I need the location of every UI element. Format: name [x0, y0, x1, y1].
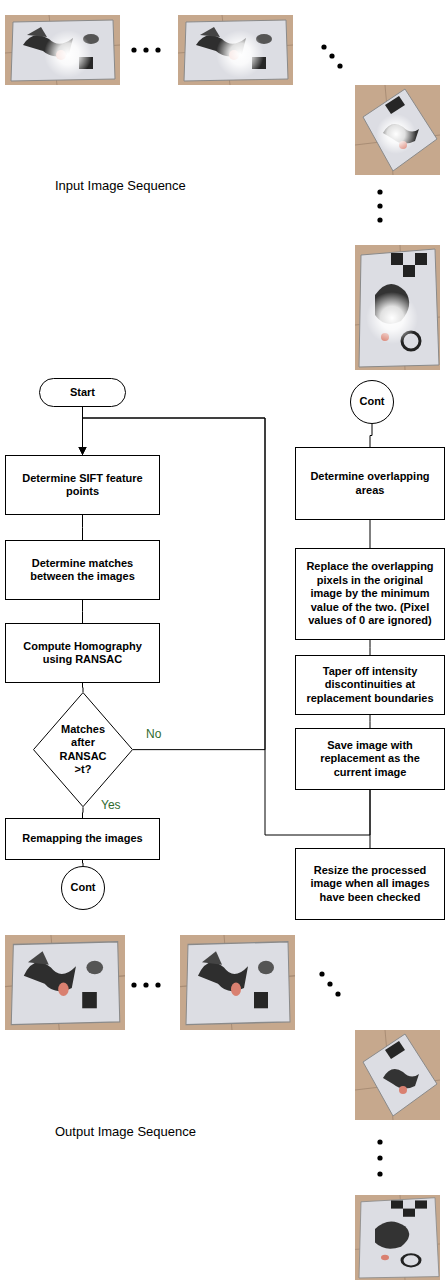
branch-label: Yes: [100, 798, 122, 812]
flow-connector: [82, 600, 83, 623]
ellipsis-dot: [377, 1155, 382, 1160]
text-wrap: Remapping the images: [6, 819, 159, 859]
process-box: Determine overlapping areas: [295, 447, 445, 520]
connector-circle: Cont: [61, 866, 105, 910]
sequence-caption: Input Image Sequence: [55, 178, 186, 193]
box-label: Cont: [70, 881, 95, 894]
text-wrap: Save image with replacement as the curre…: [296, 729, 444, 789]
text-wrap: Taper off intensity discontinuities at r…: [296, 656, 444, 714]
process-box: Remapping the images: [5, 818, 160, 860]
box-label: Cont: [359, 395, 384, 408]
output-photo: [180, 935, 295, 1030]
process-box: Save image with replacement as the curre…: [295, 728, 445, 790]
ellipsis-dot: [143, 47, 148, 52]
box-label: Save image with replacement as the curre…: [302, 739, 438, 779]
text-wrap: Cont: [62, 867, 104, 909]
box-label: Determine SIFT feature points: [12, 472, 153, 499]
flow-connector: [370, 520, 371, 548]
ellipsis-dot: [327, 981, 332, 986]
process-box: Determine matches between the images: [5, 540, 160, 600]
input-photo: [178, 15, 293, 85]
glare: [376, 114, 416, 154]
box-label: Matches after RANSAC >t?: [55, 723, 111, 777]
output-photo: [355, 1030, 440, 1120]
text-wrap: Replace the overlapping pixels in the or…: [296, 549, 444, 639]
flow-connector: [370, 715, 371, 728]
text-wrap: Determine SIFT feature points: [6, 456, 159, 514]
process-box: Resize the processed image when all imag…: [295, 848, 445, 920]
box-label: Determine overlapping areas: [302, 470, 438, 497]
ellipsis-dot: [131, 47, 136, 52]
sequence-caption: Output Image Sequence: [55, 1124, 196, 1139]
decision-diamond: Matches after RANSAC >t?: [33, 692, 133, 807]
input-photo: [355, 245, 440, 370]
text-wrap: Determine matches between the images: [6, 541, 159, 599]
ellipsis-dot: [329, 53, 334, 58]
ellipsis-dot: [143, 982, 148, 987]
glare: [366, 292, 418, 344]
input-photo: [355, 85, 440, 175]
text-wrap: Cont: [351, 381, 393, 423]
ellipsis-dot: [337, 63, 342, 68]
text-wrap: Determine overlapping areas: [296, 448, 444, 519]
ellipsis-dot: [155, 982, 160, 987]
ellipsis-dot: [377, 189, 382, 194]
flow-connector: [82, 683, 84, 692]
box-label: Resize the processed image when all imag…: [302, 864, 438, 904]
input-photo: [5, 15, 120, 85]
flow-connector: [82, 515, 83, 540]
ellipsis-dot: [155, 47, 160, 52]
ellipsis-dot: [377, 217, 382, 222]
connector-circle: Cont: [350, 380, 394, 424]
flow-connector: [370, 424, 372, 447]
text-wrap: Compute Homography using RANSAC: [6, 624, 159, 682]
ellipsis-dot: [319, 971, 324, 976]
glare: [44, 30, 92, 78]
box-label: Remapping the images: [22, 832, 142, 845]
process-box: Replace the overlapping pixels in the or…: [295, 548, 445, 640]
branch-label: No: [145, 727, 162, 741]
ellipsis-dot: [377, 1171, 382, 1176]
flow-connector: [82, 807, 84, 818]
output-photo: [355, 1195, 440, 1280]
ellipsis-dot: [377, 1139, 382, 1144]
diamond-shape: [34, 693, 133, 807]
process-box: Taper off intensity discontinuities at r…: [295, 655, 445, 715]
process-box: Determine SIFT feature points: [5, 455, 160, 515]
process-box: Compute Homography using RANSAC: [5, 623, 160, 683]
box-label: Compute Homography using RANSAC: [12, 640, 153, 667]
terminal-box: Start: [39, 378, 126, 407]
output-photo: [5, 935, 125, 1030]
box-label: Taper off intensity discontinuities at r…: [302, 665, 438, 705]
text-wrap: Resize the processed image when all imag…: [296, 849, 444, 919]
ellipsis-dot: [131, 982, 136, 987]
ellipsis-dot: [335, 991, 340, 996]
ellipsis-dot: [321, 44, 326, 49]
ellipsis-dot: [377, 203, 382, 208]
flow-connector: [370, 640, 371, 655]
box-label: Start: [70, 386, 95, 399]
box-label: Determine matches between the images: [12, 557, 153, 584]
glare: [216, 30, 264, 78]
box-label: Replace the overlapping pixels in the or…: [302, 560, 438, 627]
text-wrap: Start: [40, 379, 125, 406]
text-wrap: Matches after RANSAC >t?: [33, 692, 133, 807]
